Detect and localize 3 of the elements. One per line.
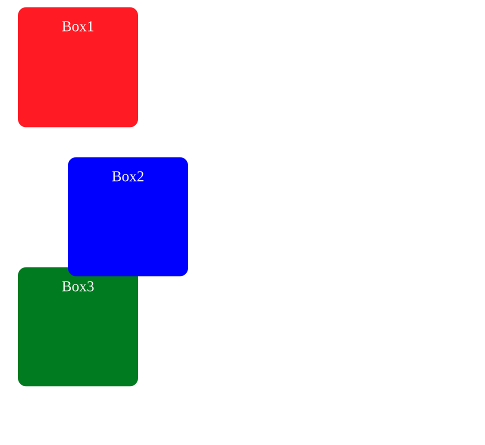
rounded-box: Box2 <box>68 157 188 276</box>
rounded-box: Box3 <box>18 267 138 386</box>
rounded-box: Box1 <box>18 7 138 128</box>
